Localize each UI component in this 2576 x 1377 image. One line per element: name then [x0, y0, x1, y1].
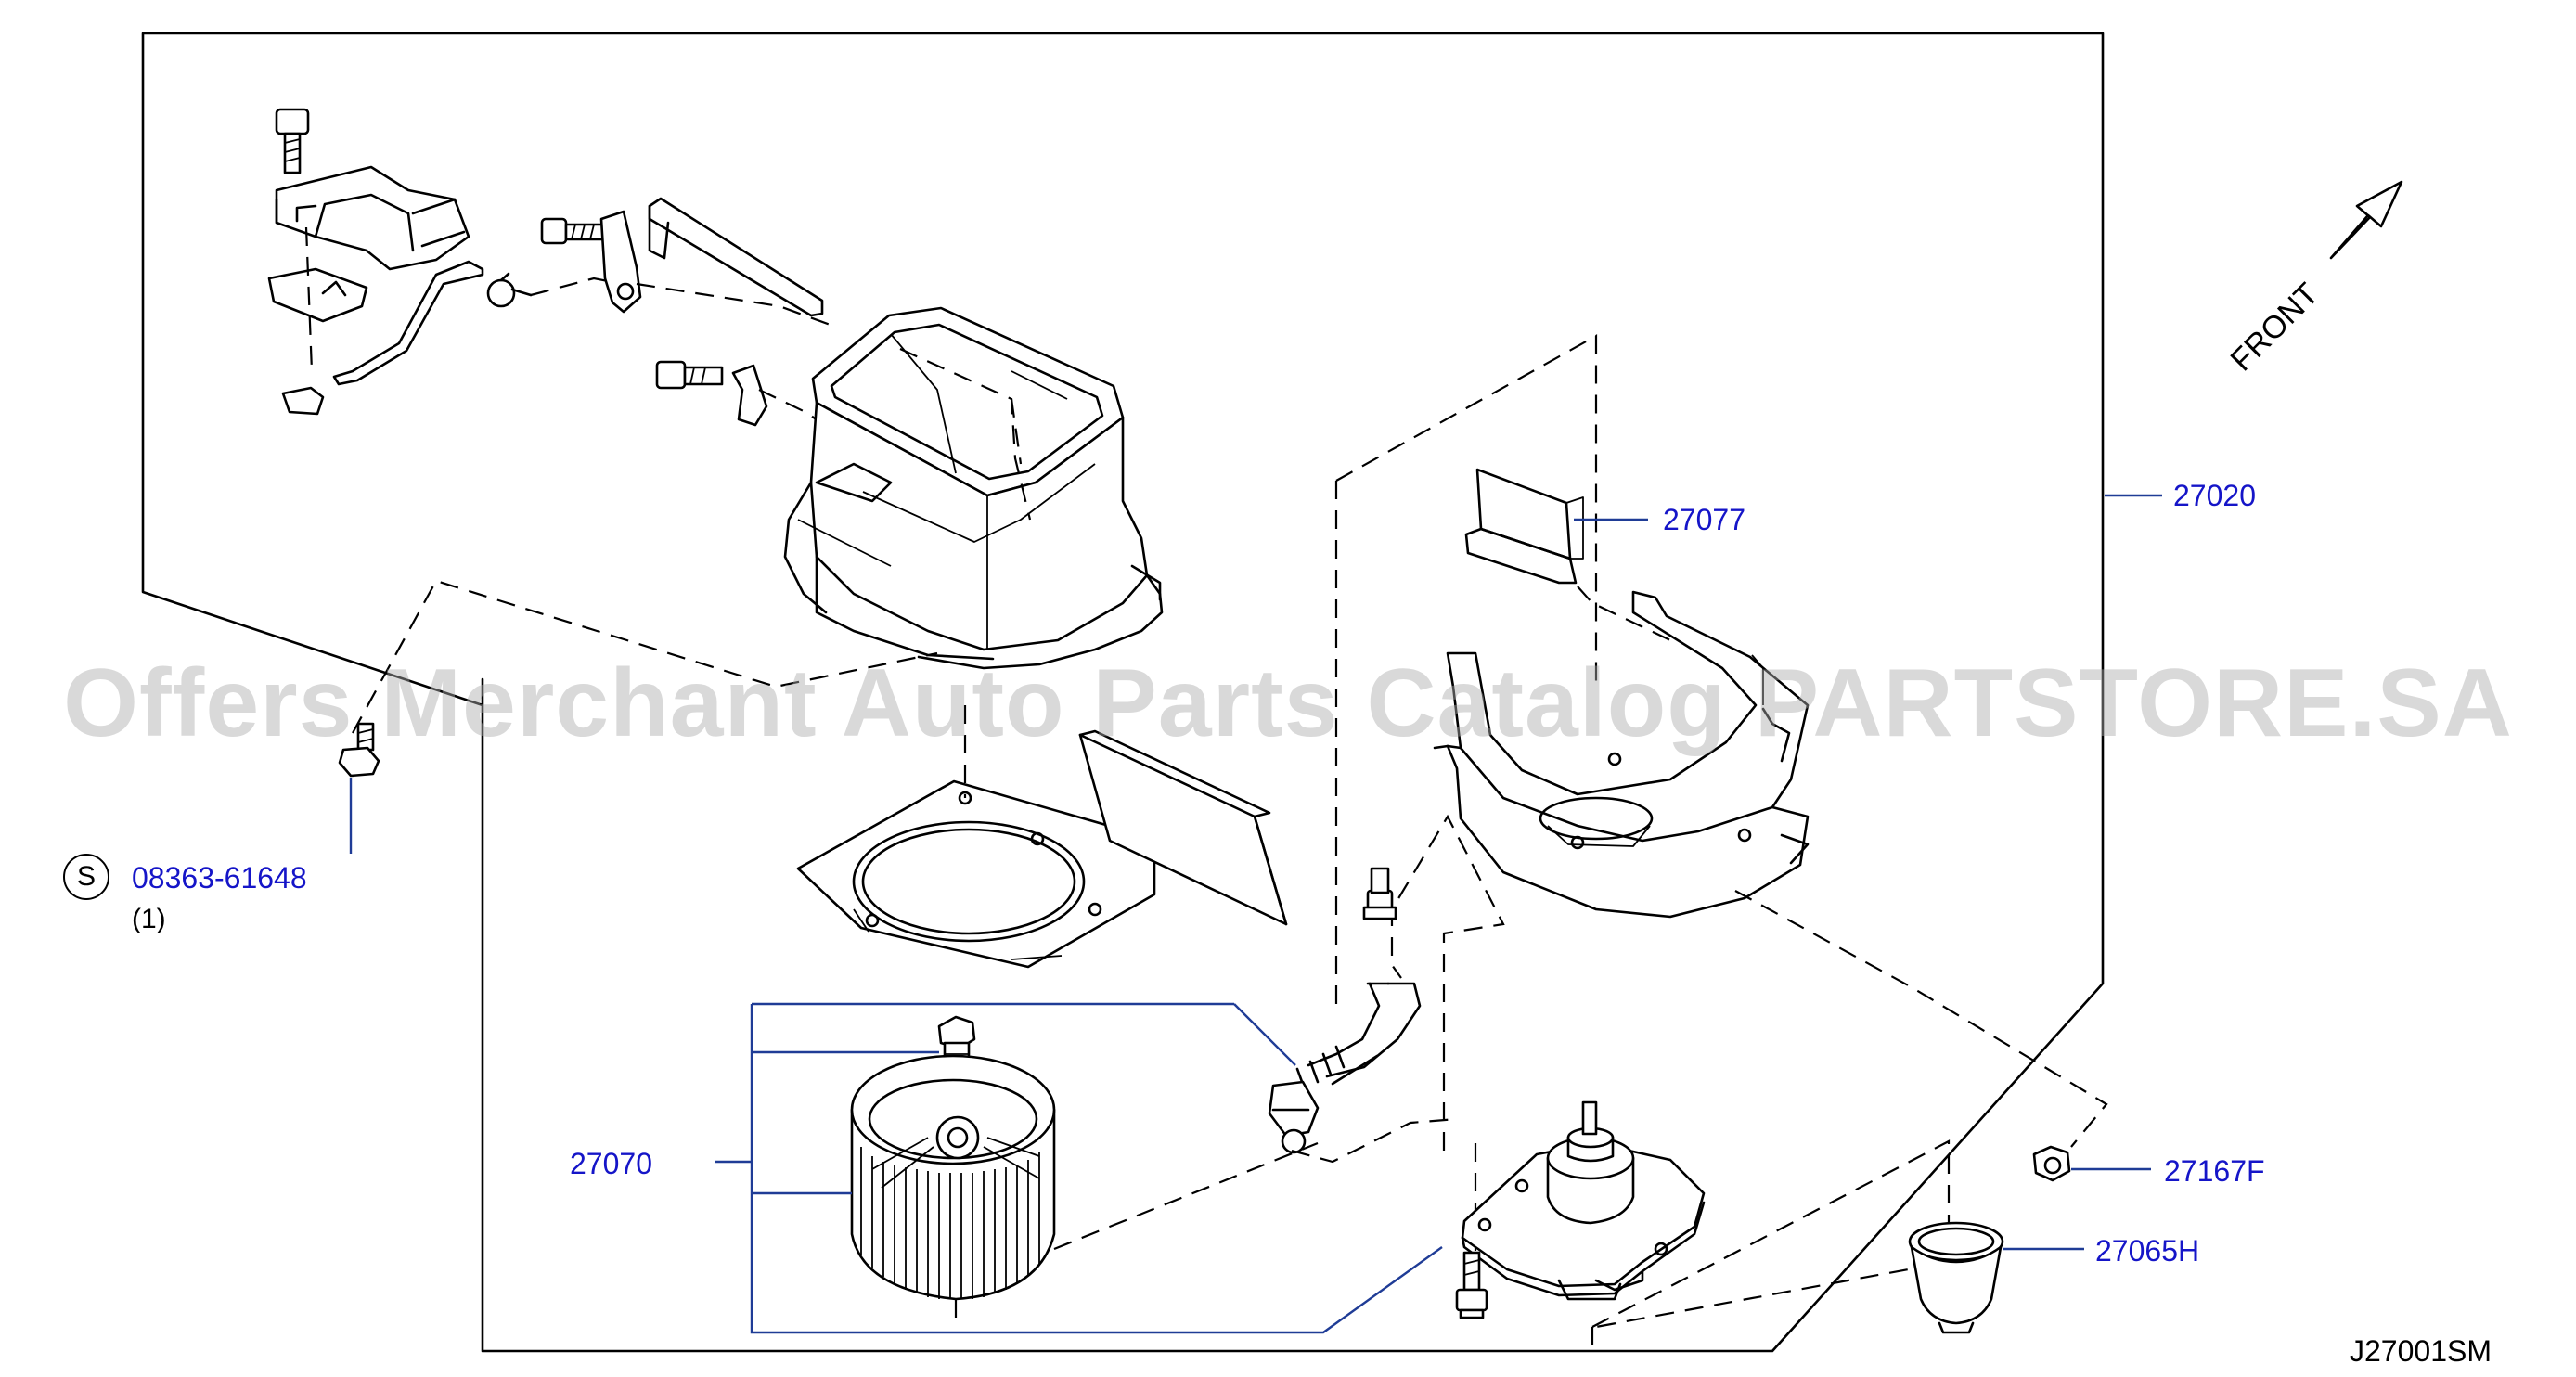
blower-motor [1461, 1100, 1706, 1301]
wire-harness [1268, 982, 1458, 1164]
part-label-27020[interactable]: 27020 [2173, 479, 2256, 512]
service-symbol-icon: S [63, 854, 109, 900]
screw-08363-61648 [338, 722, 380, 778]
part-label-27065H[interactable]: 27065H [2095, 1234, 2200, 1268]
part-label-27167F[interactable]: 27167F [2164, 1154, 2265, 1188]
part-label-27070[interactable]: 27070 [570, 1147, 652, 1180]
intake-housing [783, 306, 1164, 670]
part-label-08363-61648[interactable]: 08363-61648 [132, 861, 307, 894]
blower-fan [850, 1015, 1319, 1318]
seal-plate [796, 705, 1156, 969]
housing-guide-lines-4 [1577, 586, 1671, 641]
screw-small [1362, 867, 1397, 920]
part-label-27077[interactable]: 27077 [1663, 503, 1745, 536]
screw-quantity: (1) [132, 904, 166, 934]
nut-27167F [2032, 1145, 2071, 1182]
cap-27065H [1908, 1221, 2004, 1334]
assembly-frame [141, 32, 2105, 1353]
screw-guide-line [352, 579, 938, 734]
sheet-code: J27001SM [2350, 1334, 2492, 1368]
motor-guide-lines [1591, 1139, 1951, 1329]
housing-guide-lines-3 [1390, 814, 1505, 1151]
filter-panel [1078, 729, 1288, 926]
leader-27070 [715, 1002, 1443, 1334]
watermark-text: Offers Merchant Auto Parts Catalog PARTS… [63, 650, 2513, 757]
actuator-group [267, 108, 836, 437]
filter-27077 [1464, 468, 1584, 585]
housing-guide-lines-5 [1734, 890, 2108, 1148]
housing-guide-lines [1335, 334, 1598, 683]
motor-screw [1455, 1251, 1488, 1319]
scroll-housing [1433, 590, 1810, 919]
front-arrow-icon [2329, 180, 2403, 260]
